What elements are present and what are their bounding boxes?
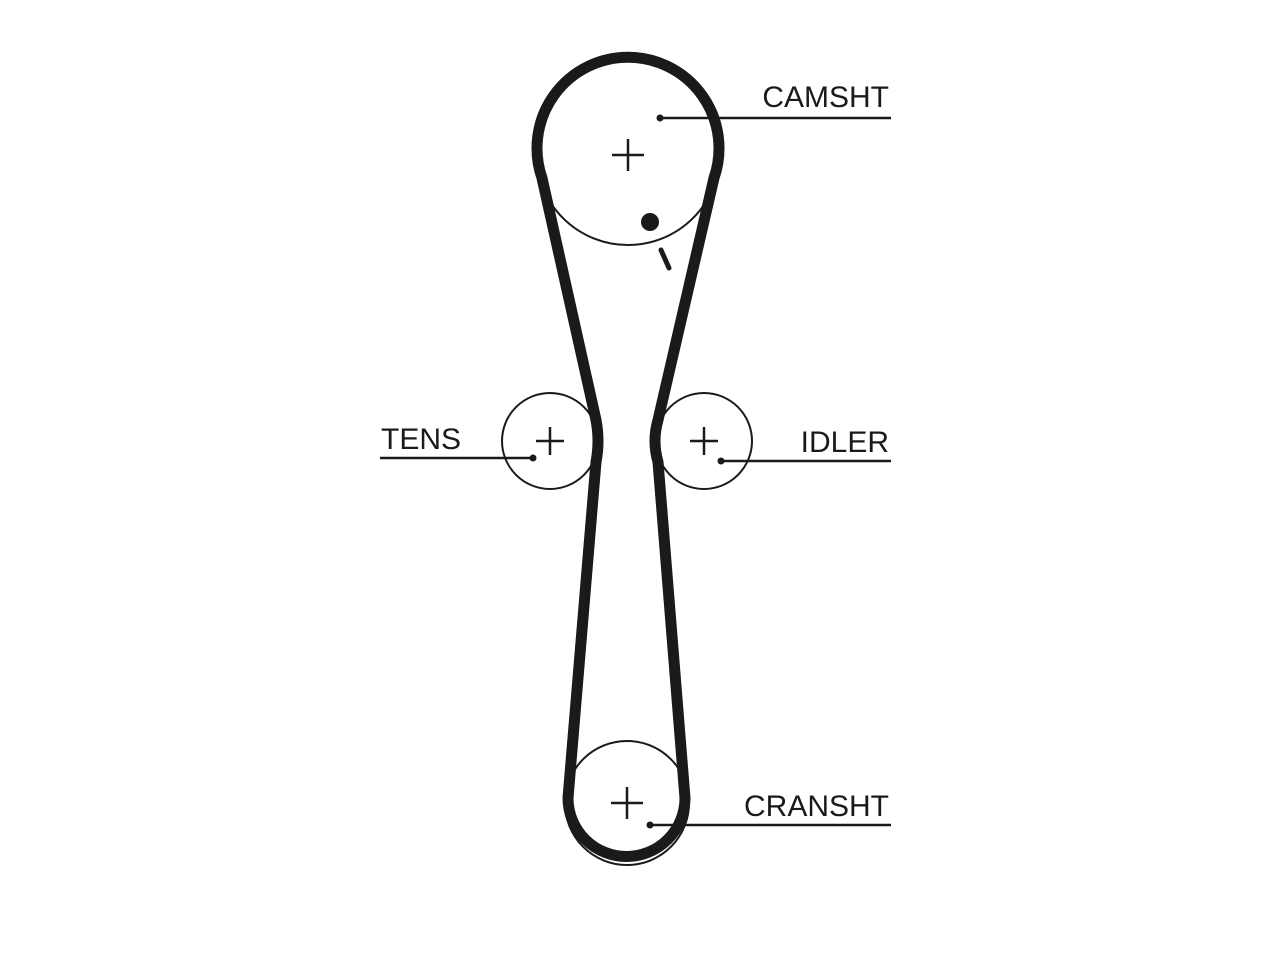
tensioner-leader <box>380 454 537 462</box>
camshaft-timing-tick <box>658 247 672 271</box>
camshaft-center-mark <box>612 139 644 171</box>
idler-label: IDLER <box>801 426 889 459</box>
crankshaft-center-mark <box>611 787 643 819</box>
crankshaft-label: CRANSHT <box>744 790 889 823</box>
timing-belt <box>531 51 725 862</box>
tensioner-label: TENS <box>381 423 461 456</box>
camshaft-label: CAMSHT <box>762 81 889 114</box>
camshaft-timing-dot <box>641 213 659 231</box>
idler-leader <box>717 457 891 465</box>
tensioner-center-mark <box>536 427 564 455</box>
idler-center-mark <box>690 427 718 455</box>
camshaft-leader <box>656 114 891 122</box>
crankshaft-leader <box>646 821 891 829</box>
